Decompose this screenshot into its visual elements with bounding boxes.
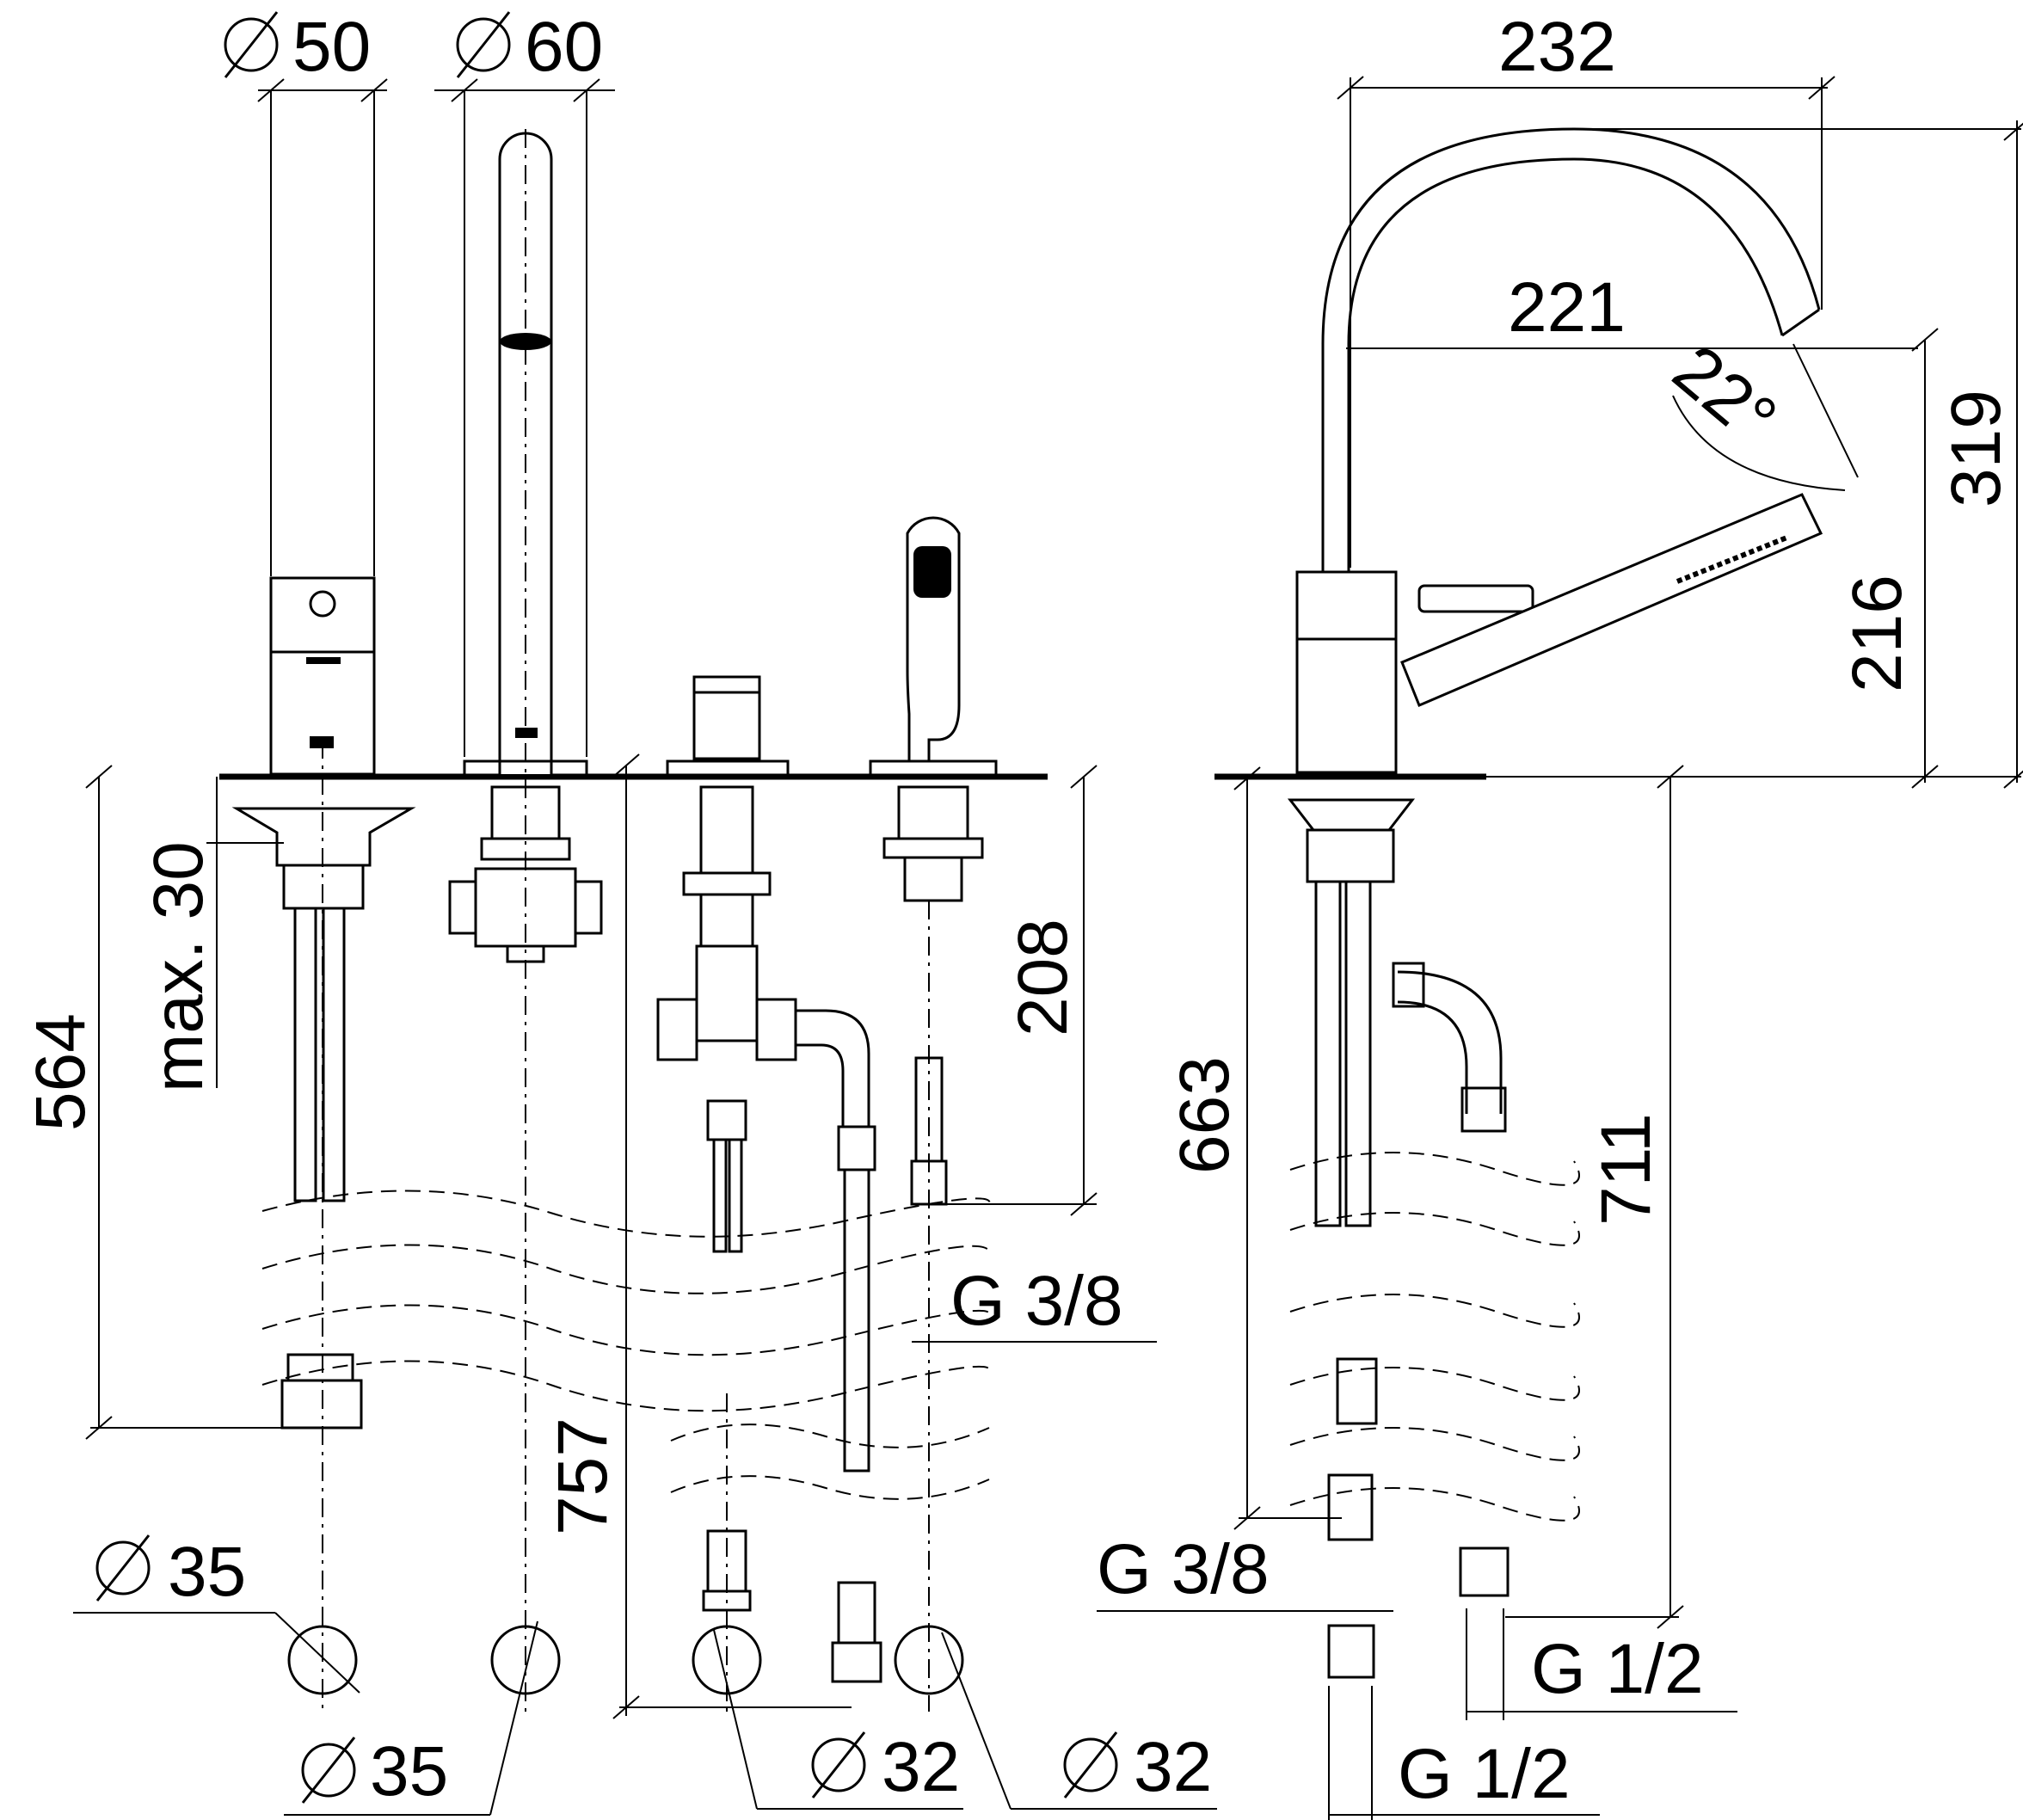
- diameter-icon: [811, 1731, 866, 1798]
- diameter-icon: [224, 11, 279, 78]
- hole-diverter: [692, 1625, 762, 1695]
- dim-g12-right-top: G 1/2: [1531, 1630, 1704, 1708]
- diameter-icon: [1063, 1731, 1118, 1798]
- dim-319: 319: [1937, 390, 2015, 507]
- dim-angle-22: 22°: [1658, 330, 1790, 458]
- side-view-mixer: [1287, 127, 1823, 1679]
- dim-g38-left: G 3/8: [950, 1262, 1123, 1340]
- dim-g38-right: G 3/8: [1097, 1530, 1270, 1608]
- hole-mixer: [287, 1625, 358, 1695]
- dim-663: 663: [1165, 1056, 1244, 1174]
- diameter-icon: [456, 11, 511, 78]
- break-lines-left: [261, 1190, 991, 1500]
- diverter: [656, 675, 882, 1712]
- diameter-icon: [301, 1737, 356, 1804]
- diameter-icon: [95, 1534, 151, 1602]
- hand-shower-holder: [869, 516, 998, 1712]
- dim-g12-bottom: G 1/2: [1398, 1735, 1571, 1813]
- spout: [448, 129, 603, 1712]
- dim-d32-left: 32: [882, 1728, 960, 1806]
- dim-d32-right: 32: [1134, 1728, 1212, 1806]
- dim-max-30: max. 30: [139, 841, 218, 1092]
- dim-d60: 60: [525, 8, 603, 86]
- dim-208: 208: [1004, 919, 1082, 1036]
- dim-232: 232: [1498, 8, 1616, 86]
- hole-hand-shower: [894, 1625, 964, 1695]
- mixer-valve: [231, 576, 416, 1712]
- dim-216: 216: [1838, 575, 1916, 692]
- dimension-lines: [73, 76, 2023, 1820]
- hole-spout: [490, 1625, 561, 1695]
- dim-221: 221: [1508, 268, 1626, 347]
- dim-d35-bottom: 35: [370, 1732, 448, 1811]
- break-lines-right: [1289, 1152, 1580, 1522]
- dim-564: 564: [22, 1013, 100, 1131]
- dim-711: 711: [1587, 1113, 1665, 1226]
- dim-d35-top: 35: [168, 1533, 246, 1611]
- dim-757: 757: [544, 1417, 622, 1535]
- dim-d50: 50: [292, 8, 371, 86]
